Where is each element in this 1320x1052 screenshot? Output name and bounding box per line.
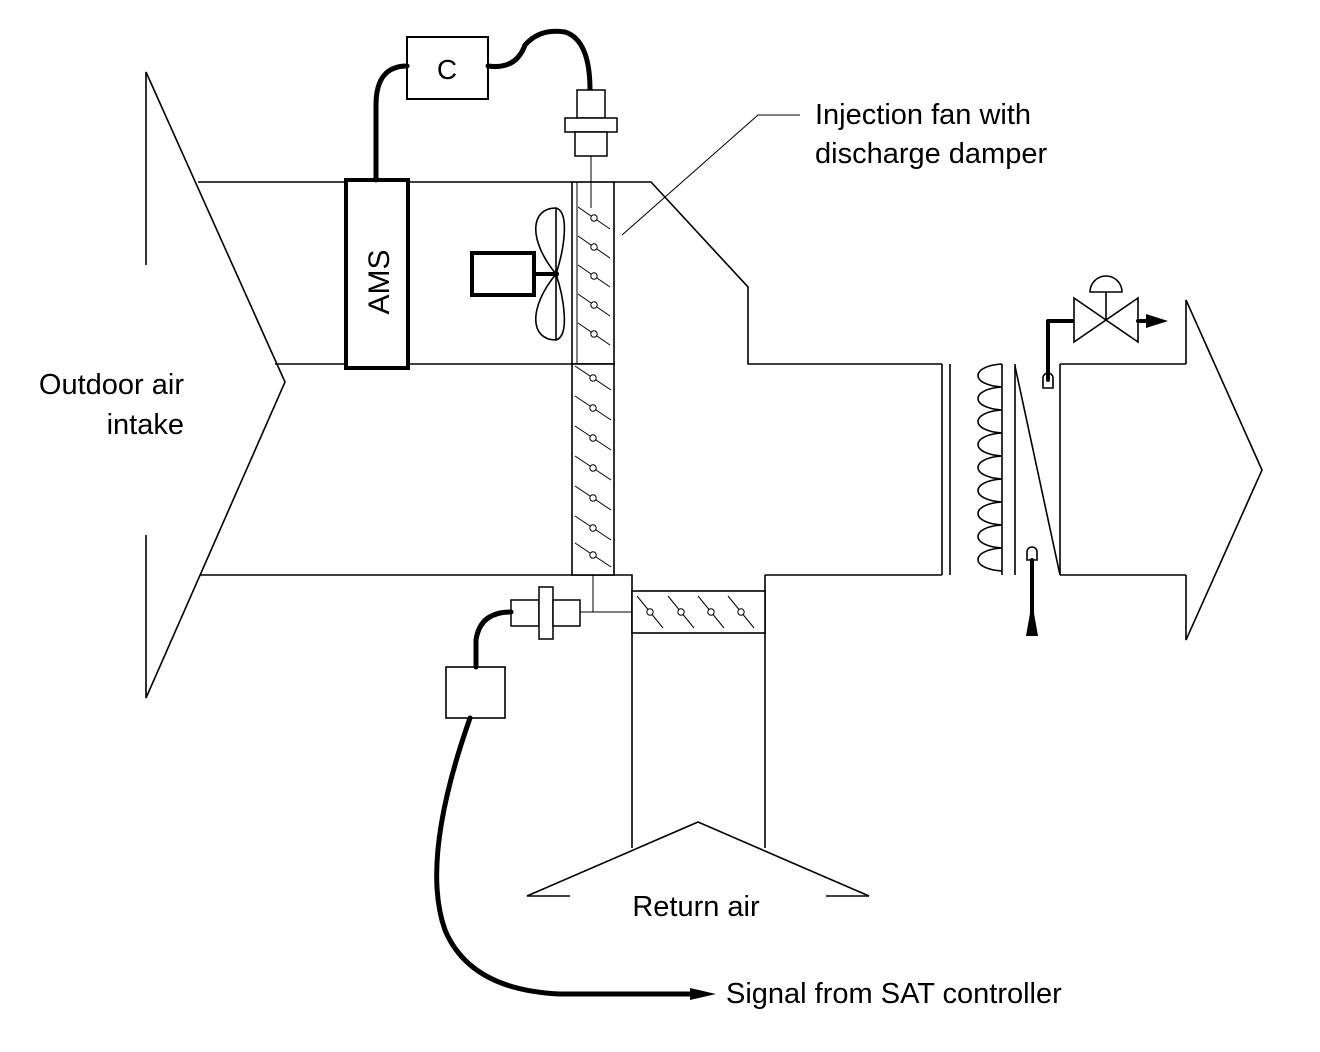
signal-cable bbox=[434, 715, 703, 997]
ams-label: AMS bbox=[363, 249, 396, 314]
injection-damper bbox=[571, 181, 615, 365]
return-air-damper bbox=[631, 590, 766, 634]
temperature-sensor-section bbox=[1014, 364, 1061, 636]
injection-fan-leader bbox=[621, 114, 800, 236]
heating-coil bbox=[941, 363, 1016, 575]
injection-duct bbox=[614, 181, 1186, 365]
ams-to-controller-cable bbox=[373, 63, 410, 183]
mixing-damper-actuator bbox=[510, 575, 632, 640]
signal-arrow-icon bbox=[690, 988, 716, 1000]
injection-fan-label-line1: Injection fan with bbox=[815, 99, 1031, 131]
controller-label: C bbox=[437, 54, 457, 85]
outdoor-air-label-line1: Outdoor air bbox=[39, 369, 184, 401]
controller-box: C bbox=[406, 36, 489, 100]
valve-outlet-arrow-icon bbox=[1146, 314, 1168, 328]
actuator-to-transducer-cable bbox=[473, 609, 514, 670]
supply-air-duct bbox=[765, 299, 1263, 641]
outdoor-air-intake-duct bbox=[145, 71, 572, 699]
return-air-label: Return air bbox=[632, 891, 760, 923]
injection-damper-actuator bbox=[564, 89, 618, 182]
ams-box: AMS bbox=[344, 178, 410, 370]
control-valve bbox=[1046, 275, 1168, 382]
outdoor-air-label-line2: intake bbox=[107, 409, 184, 441]
signal-transducer-box bbox=[445, 666, 506, 719]
injection-fan bbox=[470, 207, 566, 341]
controller-to-actuator-cable bbox=[485, 28, 593, 93]
signal-label: Signal from SAT controller bbox=[726, 978, 1062, 1010]
outdoor-air-damper bbox=[571, 363, 615, 576]
injection-fan-label-line2: discharge damper bbox=[815, 138, 1047, 170]
